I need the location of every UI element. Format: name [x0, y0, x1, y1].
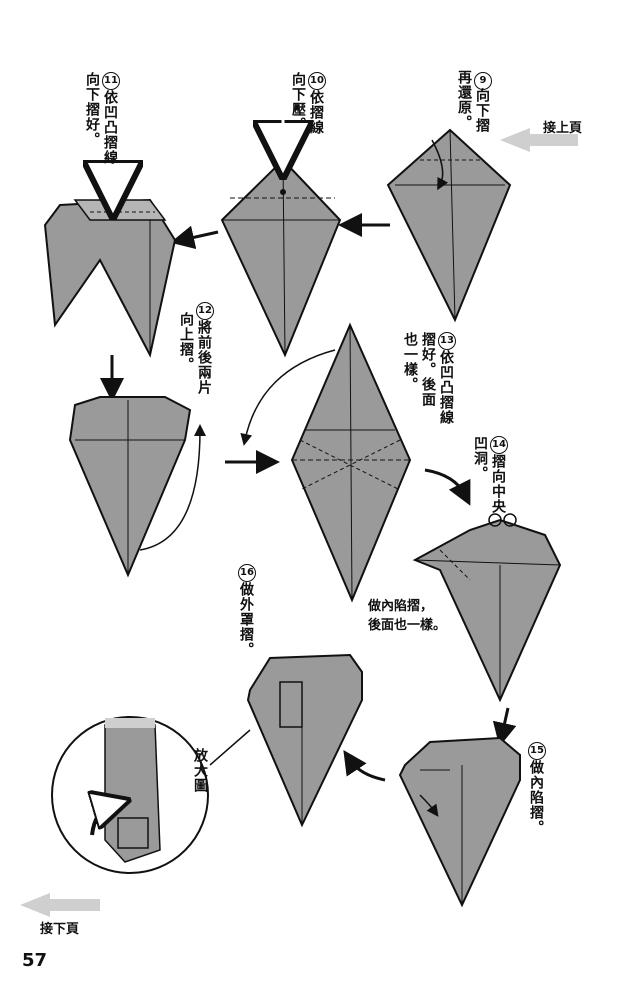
step-12-badge: 12: [196, 302, 214, 320]
step-12-line1: 將前後兩片: [196, 320, 212, 395]
step-9-figure: [386, 128, 512, 323]
step-15-badge: 15: [528, 742, 546, 760]
arrow-13-to-14: [424, 468, 471, 506]
step-11-line2: 向下摺好。: [84, 72, 100, 147]
step-11-line1: 依凹凸摺線: [102, 90, 118, 165]
arrow-15-to-16: [343, 750, 386, 782]
inside-reverse-note-2: 後面也一樣。: [368, 618, 447, 633]
arrow-10-to-11: [170, 225, 219, 250]
arrow-14-to-15: [492, 707, 517, 747]
step-10-line2: 向下壓。: [290, 72, 306, 132]
zoom-view: [51, 716, 251, 874]
step-10-figure: [220, 120, 342, 358]
next-page-label[interactable]: 接下頁: [40, 922, 80, 937]
step-13-line3: 也一樣。: [402, 332, 418, 392]
step-16-line1: 做外罩摺。: [238, 582, 254, 657]
step-12-figure: [68, 396, 206, 578]
step-14-line1: 摺向中央: [490, 454, 506, 514]
step-13-line1: 依凹凸摺線: [438, 350, 454, 425]
zoom-label: 放大圖: [192, 748, 208, 793]
step-14-line2: 凹洞。: [472, 436, 488, 481]
step-15-figure: [398, 736, 521, 908]
step-15-line1: 做內陷摺。: [528, 760, 544, 835]
step-10-badge: 10: [308, 72, 326, 90]
step-13-badge: 13: [438, 332, 456, 350]
step-16-figure: [246, 653, 363, 828]
step-13-figure: [240, 322, 412, 603]
step-13-line2: 摺好。後面: [420, 332, 436, 407]
step-12-line2: 向上摺。: [178, 312, 194, 372]
step-11-badge: 11: [102, 72, 120, 90]
next-page-arrow[interactable]: [20, 893, 100, 917]
step-9-badge: 9: [474, 72, 492, 90]
prev-page-arrow[interactable]: [500, 128, 578, 152]
step-11-figure: [43, 165, 177, 358]
step-9-line1: 向下摺: [474, 88, 490, 133]
inside-reverse-note-1: 做內陷摺，: [368, 599, 434, 614]
step-14-figure: [412, 513, 562, 703]
step-10-line1: 依摺線: [308, 90, 324, 135]
step-9-line2: 再還原。: [456, 70, 472, 130]
page-number: 57: [22, 950, 48, 971]
step-14-badge: 14: [490, 436, 508, 454]
step-16-badge: 16: [238, 564, 256, 582]
prev-page-label[interactable]: 接上頁: [543, 121, 583, 136]
